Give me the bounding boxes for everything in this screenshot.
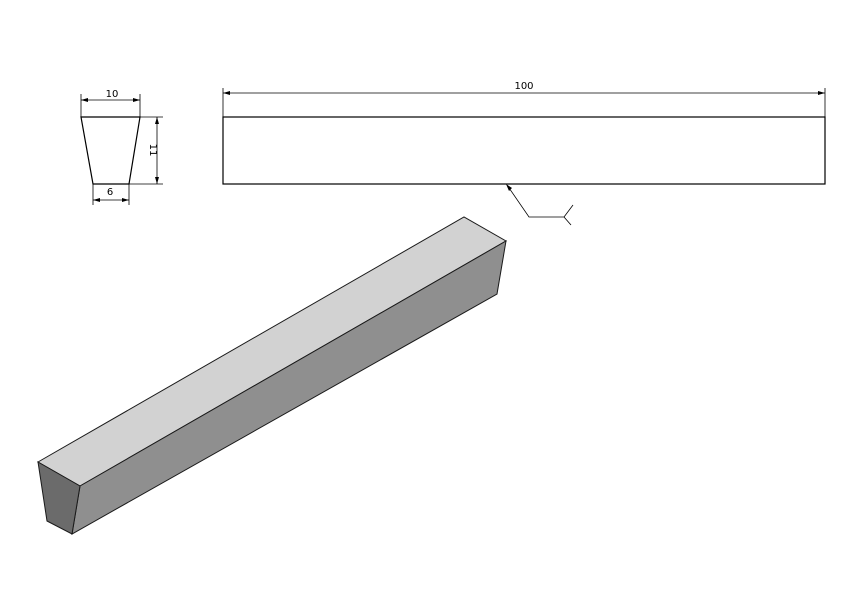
height-dimension: 11	[129, 116, 163, 185]
section-view: 10 6 11	[80, 89, 163, 205]
length-dimension: 100	[222, 81, 826, 117]
height-label: 11	[147, 144, 158, 157]
isometric-view	[36, 216, 508, 535]
iso-top-face	[36, 216, 508, 487]
iso-side-face	[71, 240, 507, 535]
length-label: 100	[514, 81, 533, 92]
bottom-width-label: 6	[107, 187, 113, 198]
top-width-dimension: 10	[80, 89, 141, 117]
top-width-label: 10	[106, 89, 119, 100]
front-view: 100	[222, 81, 826, 226]
bottom-width-dimension: 6	[92, 184, 130, 205]
surface-finish-symbol	[506, 184, 574, 226]
iso-end-face	[37, 461, 81, 535]
section-outline	[80, 116, 141, 185]
front-outline	[222, 116, 826, 185]
